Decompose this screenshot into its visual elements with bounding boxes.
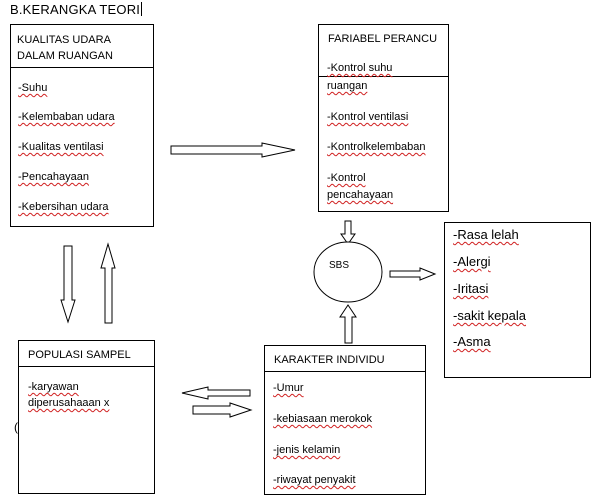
populasi-item: diperusahaaan x <box>28 397 110 409</box>
sbs-label: SBS <box>329 260 350 271</box>
kualitas-item: -Kelembaban udara <box>18 111 115 123</box>
fariabel-item: ruangan <box>327 80 368 92</box>
fariabel-header: FARIABEL PERANCU <box>328 33 438 45</box>
populasi-item: -karyawan <box>28 381 79 393</box>
fariabel-divider <box>319 76 448 77</box>
page-title: B.KERANGKA TEORI <box>10 2 143 17</box>
gejala-item: -sakit kepala <box>453 308 526 323</box>
kualitas-udara-box: KUALITAS UDARA DALAM RUANGAN -Suhu -Kele… <box>10 24 154 227</box>
kualitas-header-line2: DALAM RUANGAN <box>17 50 113 62</box>
kualitas-header-line1: KUALITAS UDARA <box>17 34 111 46</box>
gejala-item: -Iritasi <box>453 281 489 296</box>
karakter-item: -jenis kelamin <box>273 444 341 456</box>
fariabel-perancu-box: FARIABEL PERANCU -Kontrol suhu ruangan -… <box>318 24 449 212</box>
arrow-right-to-karakter <box>192 402 253 418</box>
arrow-up-to-kualitas <box>100 242 116 324</box>
arrow-down-to-populasi <box>60 245 76 324</box>
arrow-right-to-fariabel <box>170 142 296 158</box>
fariabel-item: -Kontrol <box>327 172 366 184</box>
fariabel-item: -Kontrol suhu <box>327 62 393 74</box>
text-cursor <box>141 2 143 16</box>
gejala-box: -Rasa lelah -Alergi -Iritasi -sakit kepa… <box>444 222 591 378</box>
arrow-left-to-populasi <box>181 386 251 400</box>
fariabel-item: -Kontrolkelembaban <box>327 141 426 153</box>
sbs-ellipse <box>313 241 383 303</box>
kualitas-item: -Kualitas ventilasi <box>18 141 104 153</box>
kualitas-divider <box>11 67 153 68</box>
gejala-item: -Rasa lelah <box>453 227 519 242</box>
karakter-item: -Umur <box>273 382 304 394</box>
populasi-header: POPULASI SAMPEL <box>28 349 131 361</box>
kualitas-item: -Kebersihan udara <box>18 201 109 213</box>
fariabel-item: -Kontrol ventilasi <box>327 111 409 123</box>
karakter-individu-box: KARAKTER INDIVIDU -Umur -kebiasaan merok… <box>264 345 426 495</box>
kualitas-item: -Pencahayaan <box>18 171 89 183</box>
arrow-down-to-sbs <box>340 220 356 245</box>
stray-parenthesis: ( <box>14 420 18 434</box>
karakter-divider <box>265 371 425 372</box>
fariabel-item: pencahayaan <box>327 189 394 201</box>
karakter-item: -kebiasaan merokok <box>273 413 373 425</box>
arrow-up-to-sbs <box>339 304 357 344</box>
populasi-divider <box>19 366 154 367</box>
gejala-item: -Asma <box>453 334 491 349</box>
populasi-sampel-box: POPULASI SAMPEL -karyawan diperusahaaan … <box>18 340 155 494</box>
karakter-item: -riwayat penyakit <box>273 474 356 486</box>
karakter-header: KARAKTER INDIVIDU <box>274 354 385 366</box>
kualitas-item: -Suhu <box>18 82 48 94</box>
gejala-item: -Alergi <box>453 254 491 269</box>
arrow-right-to-gejala <box>389 267 437 281</box>
